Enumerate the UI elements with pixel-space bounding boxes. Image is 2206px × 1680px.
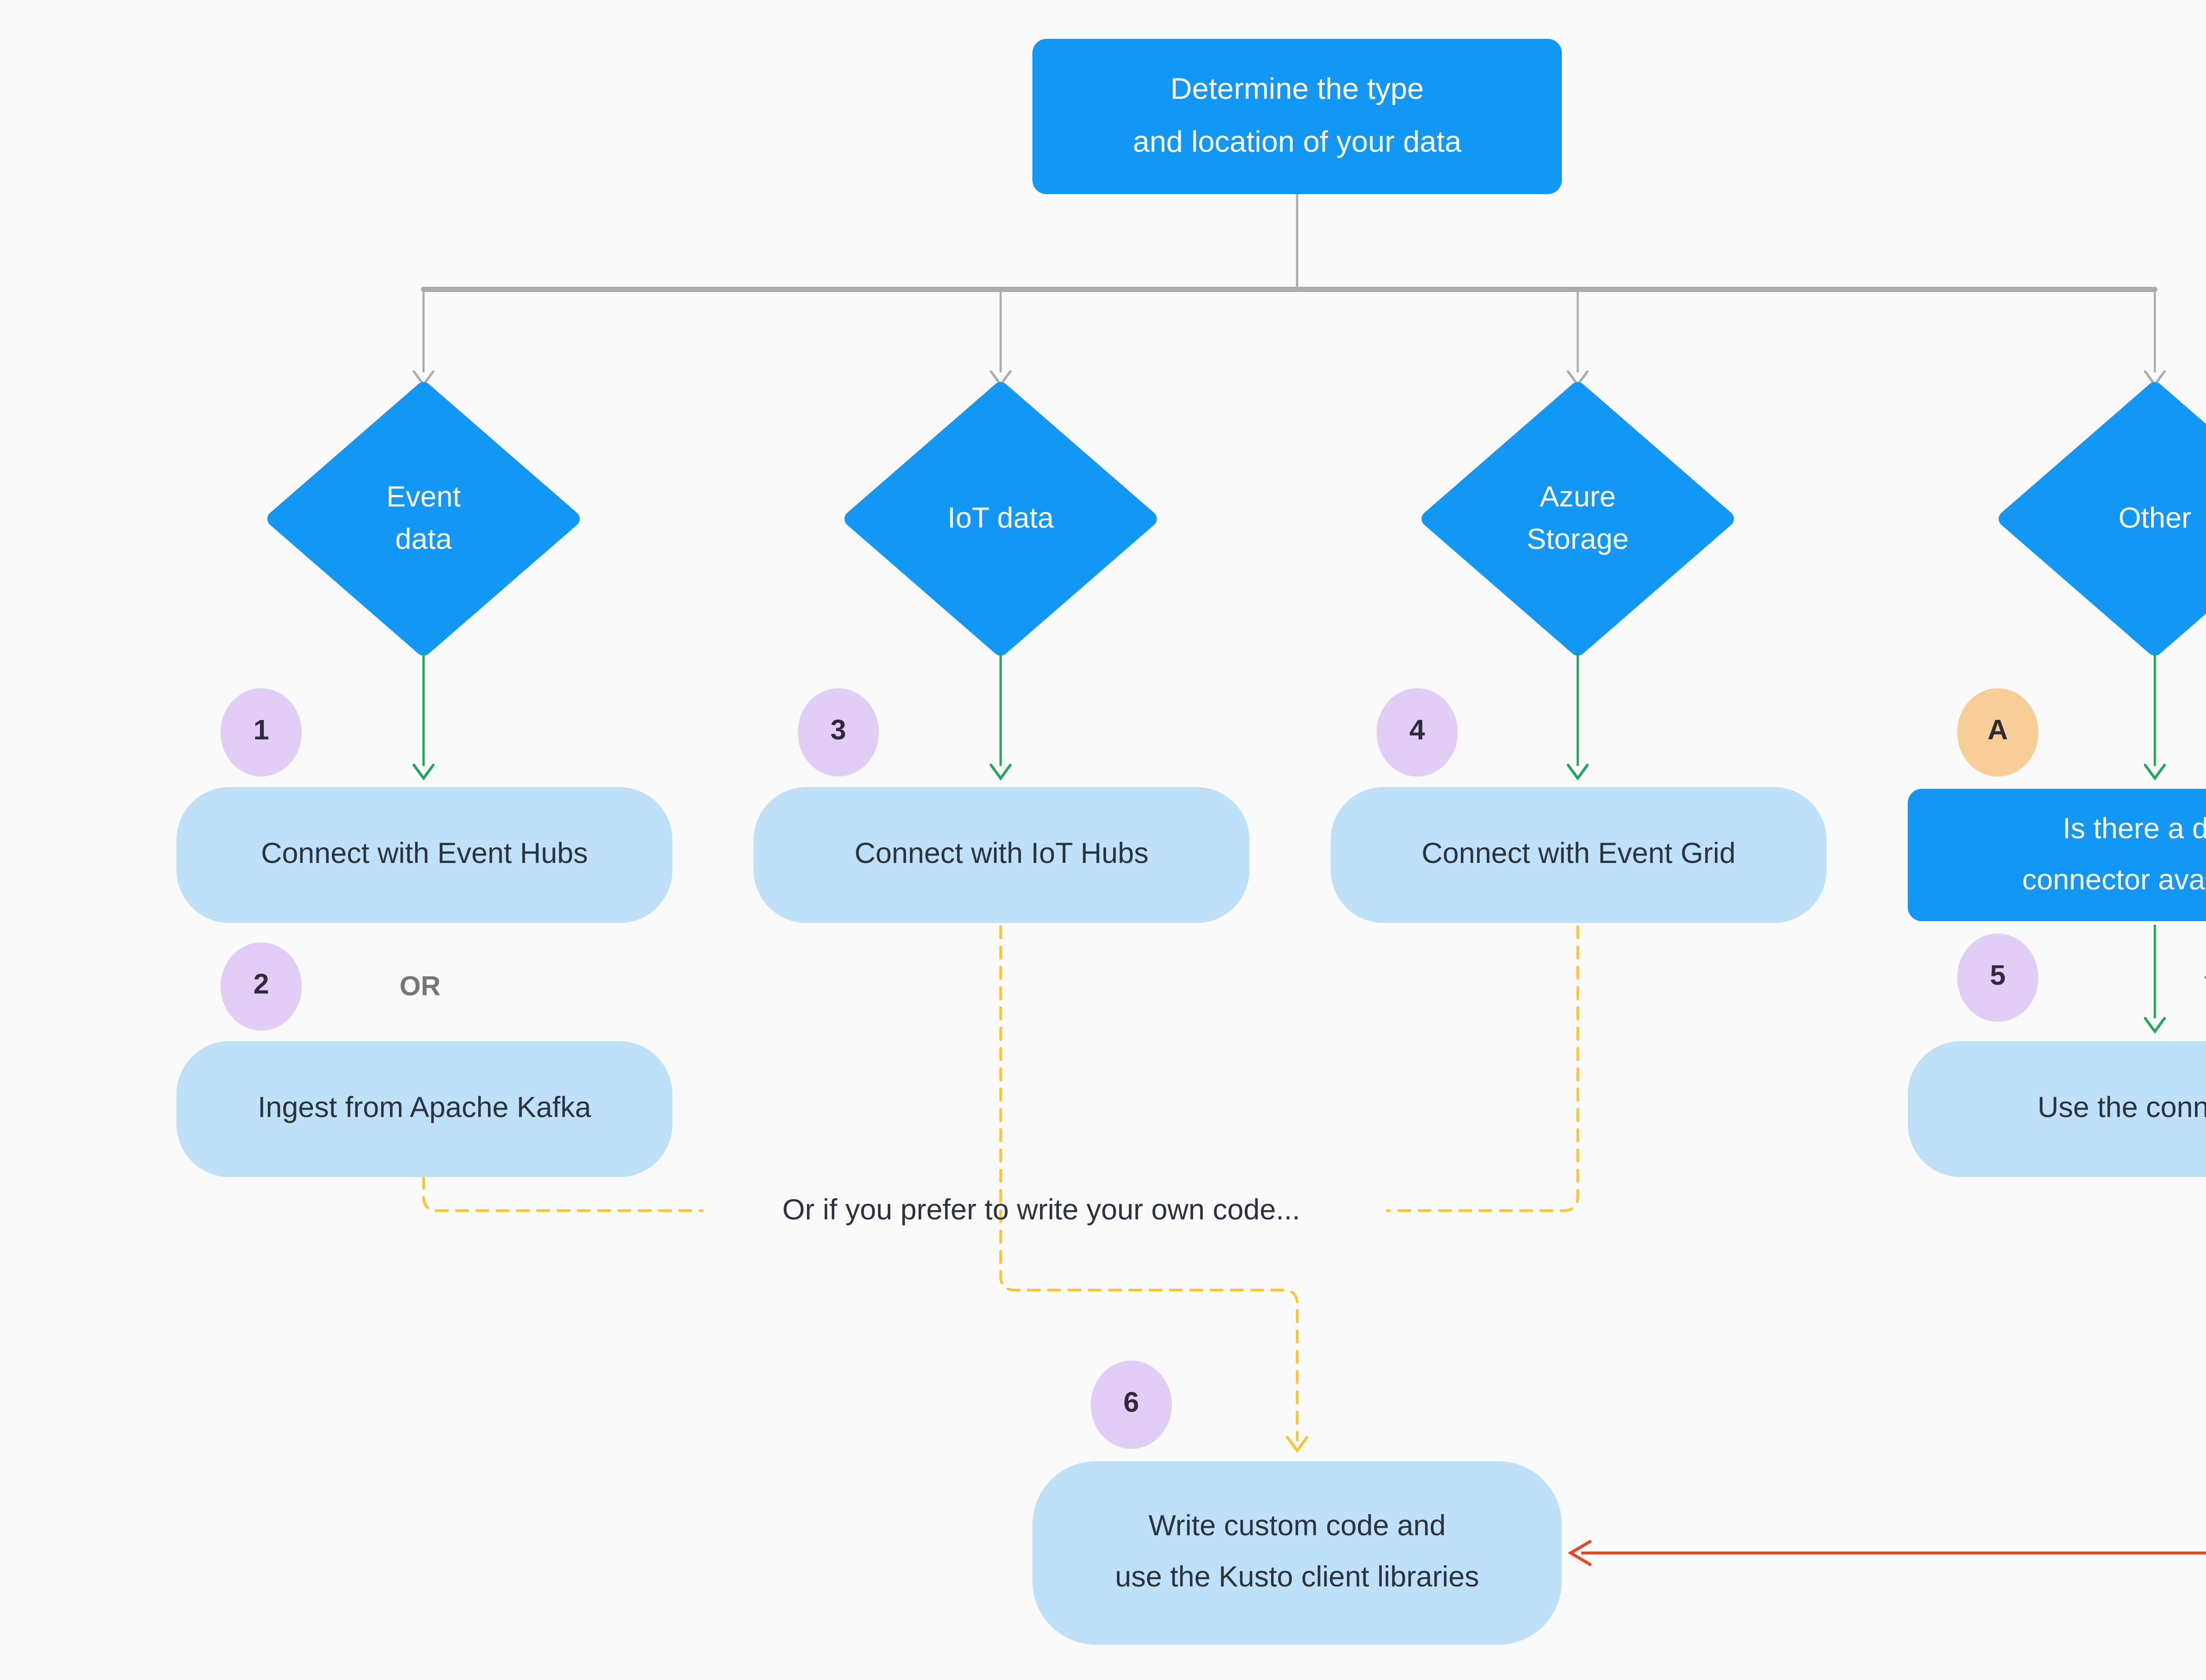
question-line: connector available?	[2022, 864, 2206, 896]
yellow-dashed-path-kafka	[422, 1176, 704, 1212]
diamond-line: Event	[386, 482, 461, 514]
box-ingest-kafka: Ingest from Apache Kafka	[176, 1041, 672, 1177]
diamond-label-other: Other	[2014, 466, 2206, 572]
diamond-line: Storage	[1527, 524, 1629, 556]
yellow-dashed-path-iot	[999, 925, 1298, 1441]
red-no-path	[1581, 1551, 2206, 1555]
box-use-connector: Use the connector	[1908, 1041, 2206, 1177]
yellow-dashed-path-event-grid	[1386, 925, 1579, 1212]
yellow-arrowhead-icon	[1286, 1436, 1309, 1453]
diamond-line: Azure	[1539, 482, 1616, 514]
diamond-azure-storage	[1422, 382, 1734, 656]
diamond-label-iot-data: IoT data	[859, 466, 1142, 572]
top-box-line: Determine the type	[1170, 72, 1424, 106]
badge-4: 4	[1377, 688, 1458, 776]
top-box: Determine the type and location of your …	[1032, 39, 1562, 194]
diamond-iot-data	[844, 382, 1157, 656]
label-yes: Yes	[2174, 969, 2206, 1008]
diamond-label-azure-storage: Azure Storage	[1437, 466, 1719, 572]
green-arrowhead-icon	[1567, 764, 1589, 781]
diamond-line: IoT data	[947, 503, 1054, 535]
badge-3: 3	[798, 688, 879, 776]
green-arrowhead-icon	[990, 764, 1012, 781]
badge-1: 1	[221, 688, 302, 776]
diamond-other	[1999, 382, 2206, 656]
note-own-code: Or if you prefer to write your own code.…	[782, 1195, 1300, 1226]
green-arrowhead-icon	[413, 764, 435, 781]
green-arrowhead-icon	[2144, 1017, 2166, 1034]
custom-code-line: use the Kusto client libraries	[1115, 1562, 1479, 1594]
box-connect-event-grid: Connect with Event Grid	[1331, 787, 1827, 923]
green-arrowhead-icon	[2144, 764, 2166, 781]
custom-code-line: Write custom code and	[1148, 1511, 1446, 1542]
red-arrowhead-icon	[1568, 1540, 1592, 1566]
diamond-line: Other	[2118, 503, 2191, 535]
top-box-line: and location of your data	[1133, 125, 1462, 159]
badge-a: A	[1957, 688, 2038, 776]
badge-2: 2	[221, 942, 302, 1031]
diamond-event-data	[267, 382, 580, 656]
question-line: Is there a data	[2063, 813, 2206, 844]
badge-6: 6	[1091, 1361, 1172, 1449]
diamond-label-event-data: Event data	[282, 466, 565, 572]
box-write-custom-code: Write custom code and use the Kusto clie…	[1032, 1461, 1562, 1645]
box-connect-event-hubs: Connect with Event Hubs	[176, 787, 672, 923]
box-connector-question: Is there a data connector available?	[1908, 789, 2206, 921]
label-or: OR	[399, 972, 441, 1002]
diamond-line: data	[395, 524, 452, 556]
badge-5: 5	[1957, 934, 2038, 1022]
box-connect-iot-hubs: Connect with IoT Hubs	[754, 787, 1249, 923]
